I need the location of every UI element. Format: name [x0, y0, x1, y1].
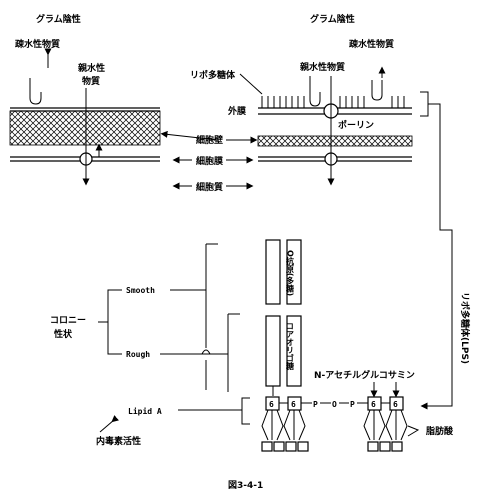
hydrophilic-left-label-2: 物質 [82, 75, 100, 87]
rough-crossover [201, 349, 211, 355]
sugar-label-2: 6 [291, 400, 296, 409]
lps-connector-line [420, 103, 453, 410]
glucosamine-label: N-アセチルグルコサミン [314, 369, 415, 381]
colony-label-1: コロニー [50, 316, 86, 326]
figure-caption: 図3-4-1 [228, 480, 263, 491]
lipid-end-box-6 [379, 441, 391, 452]
gram-negative-left-label: グラム陰性 [36, 13, 81, 25]
lps-pointer-line [239, 73, 263, 95]
hydrophobic-left-label: 疎水性物質 [15, 38, 60, 50]
left-cell-wall-hatch [9, 110, 161, 146]
lipid-end-box-4 [297, 441, 309, 452]
p-label-2: P [350, 400, 355, 409]
middle-labels: 細胞壁 細胞膜 細胞質 [160, 130, 258, 193]
o-antigen-label: O抗原(多糖) [286, 250, 295, 296]
fatty-acid-pointer [407, 425, 420, 437]
core-oligo-box [265, 315, 281, 387]
o-antigen-label-box [286, 239, 302, 305]
fatty-chain-3 [363, 409, 386, 441]
lps-molecule-structure: O抗原(多糖) コアオリゴ糖 6 6 P O P 6 6 N-アセチルグルコサミ… [261, 239, 454, 452]
outer-membrane-bracket [420, 91, 429, 117]
lps-comb-teeth [261, 96, 405, 108]
hydrophilic-right-hook [309, 92, 321, 107]
sugar-label-1: 6 [269, 400, 274, 409]
cytoplasm-label: 細胞質 [196, 181, 223, 193]
hydrophobic-right-hook [371, 80, 383, 101]
outer-membrane-label: 外膜 [227, 105, 247, 117]
hydrophilic-right-label: 親水性物質 [300, 61, 345, 73]
sugar-label-4: 6 [393, 400, 398, 409]
sugar-label-3: 6 [371, 400, 376, 409]
lipid-end-box-1 [261, 441, 273, 452]
rough-label: Rough [126, 350, 150, 359]
fatty-chain-1 [261, 409, 284, 441]
o-antigen-box [265, 239, 281, 305]
lipid-end-box-7 [391, 441, 403, 452]
lps-vertical-label: リポ多糖体(LPS) [459, 292, 471, 364]
cell-wall-arrow-left [160, 130, 219, 141]
right-cell-wall-hatch [257, 135, 413, 147]
smooth-label: Smooth [126, 286, 155, 295]
hydrophilic-left-label-1: 親水性 [78, 62, 105, 74]
colony-structure: コロニー 性状 Smooth Rough Lipid A 内毒素活性 [50, 243, 250, 447]
core-oligo-label-box [286, 315, 302, 387]
o-label: O [332, 400, 337, 409]
endotoxin-label: 内毒素活性 [96, 435, 141, 447]
fatty-chain-4 [385, 409, 408, 441]
lipid-end-box-3 [285, 441, 297, 452]
hydrophobic-left-hook [29, 78, 42, 105]
cell-membrane-label: 細胞膜 [196, 155, 224, 167]
fatty-acid-label: 脂肪酸 [425, 425, 454, 437]
fatty-chain-2 [283, 409, 306, 441]
lps-label: リポ多糖体 [190, 69, 236, 81]
core-oligo-label: コアオリゴ糖 [286, 322, 295, 371]
colony-bracket [107, 289, 122, 355]
p-label-1: P [313, 400, 318, 409]
hydrophobic-right-label: 疎水性物質 [349, 38, 394, 50]
gram-negative-right-label: グラム陰性 [310, 13, 355, 25]
right-membrane-panel: グラム陰性 疎水性物質 親水性物質 リポ多糖体 外膜 ポーリン [190, 13, 453, 410]
colony-label-2: 性状 [54, 328, 73, 340]
endotoxin-arrow [99, 415, 119, 433]
left-membrane-panel: グラム陰性 疎水性物質 親水性 物質 [9, 13, 161, 186]
lipid-a-label: Lipid A [128, 406, 162, 416]
porin-label: ポーリン [338, 119, 374, 131]
lipid-a-bracket [241, 397, 250, 425]
lipid-end-box-5 [367, 441, 379, 452]
lipid-end-box-2 [273, 441, 285, 452]
cell-wall-label: 細胞壁 [196, 134, 223, 146]
